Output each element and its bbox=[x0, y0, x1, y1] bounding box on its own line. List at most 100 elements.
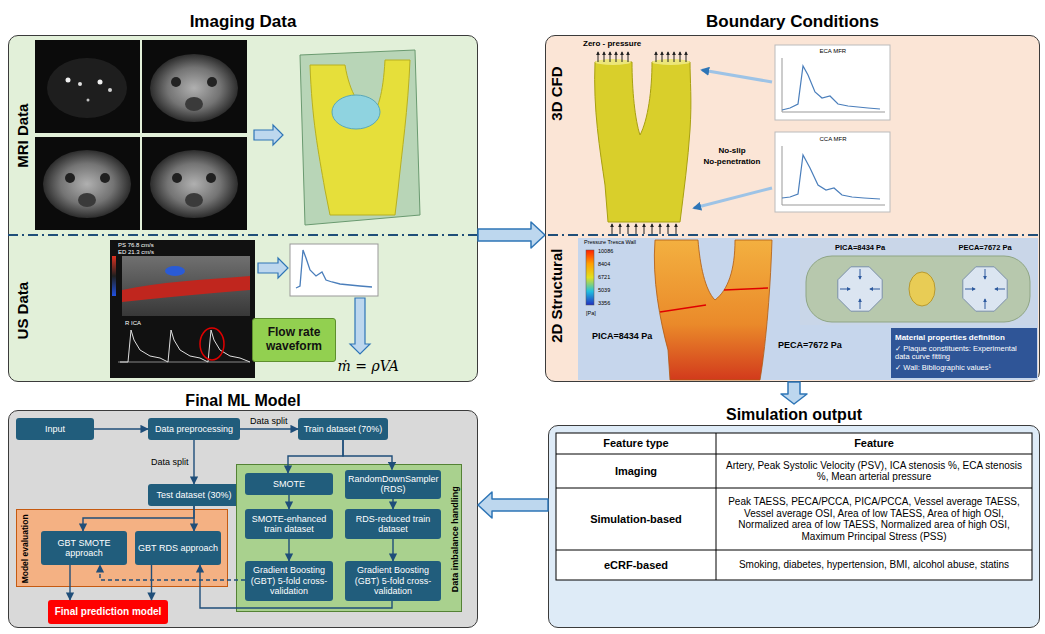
panel-title: Boundary Conditions bbox=[545, 8, 1040, 35]
connector bbox=[193, 506, 194, 531]
process-box: Input bbox=[16, 418, 94, 440]
box-text: SMOTE-enhanced train dataset bbox=[248, 514, 330, 535]
box-text: Material properties definition bbox=[895, 333, 1033, 342]
process-box: Train dataset (70%) bbox=[298, 418, 388, 440]
boundary-arrows bbox=[660, 224, 661, 234]
waveform-chart bbox=[290, 244, 378, 296]
cross-section bbox=[840, 289, 850, 290]
waveform-chart bbox=[296, 250, 372, 288]
mfr-chart bbox=[782, 112, 885, 113]
table-cell: Smoking, diabetes, hypertension, BMI, al… bbox=[721, 559, 1027, 571]
box-text: Gradient Boosting (GBT) 5-fold cross-val… bbox=[348, 565, 438, 596]
table-rule bbox=[716, 433, 717, 580]
box-text: SMOTE bbox=[248, 479, 330, 489]
panel-title: Simulation output bbox=[548, 404, 1040, 425]
flow-arrow-icon bbox=[254, 125, 283, 145]
structural-image bbox=[724, 288, 768, 290]
ultrasound-image bbox=[110, 240, 255, 378]
cross-section bbox=[963, 267, 1007, 311]
boundary-arrows bbox=[676, 224, 677, 234]
cross-section bbox=[985, 269, 986, 279]
boundary-arrows bbox=[616, 52, 617, 62]
mri-slices bbox=[65, 173, 75, 183]
cross-section bbox=[806, 256, 1030, 322]
chart-title: ECA MFR bbox=[820, 48, 847, 55]
cfd-model bbox=[595, 59, 691, 222]
boundary-arrows bbox=[644, 224, 645, 234]
cfd-model bbox=[595, 59, 631, 65]
structural-image bbox=[654, 240, 772, 380]
cross-section bbox=[838, 267, 882, 311]
process-box: RDS-reduced train dataset bbox=[345, 509, 441, 539]
mri-slices bbox=[171, 77, 181, 87]
colorbar-value: 10086 bbox=[598, 248, 613, 254]
mfr-chart bbox=[694, 45, 890, 212]
structural-image bbox=[586, 250, 594, 305]
mri-slices bbox=[185, 193, 203, 207]
box-text: Input bbox=[19, 424, 91, 434]
connector bbox=[288, 440, 343, 473]
colorbar-unit: [Pa] bbox=[586, 310, 596, 316]
mri-slices bbox=[100, 173, 110, 183]
process-box: GBT RDS approach bbox=[135, 531, 221, 565]
boundary-label: No-penetration bbox=[704, 157, 761, 166]
process-box: Flow rate waveform bbox=[252, 318, 336, 362]
boundary-arrows bbox=[610, 52, 611, 62]
boundary-arrows bbox=[680, 52, 681, 62]
mfr-chart bbox=[782, 205, 885, 206]
process-box: SMOTE-enhanced train dataset bbox=[245, 509, 333, 539]
mfr-chart bbox=[782, 146, 783, 205]
pressure-label: PICA=8434 Pa bbox=[592, 331, 652, 341]
structural-image bbox=[660, 305, 706, 312]
image-annotation: R ICA bbox=[125, 320, 141, 327]
connector bbox=[392, 499, 393, 510]
boundary-arrows bbox=[686, 52, 687, 62]
mri-slices bbox=[98, 80, 103, 85]
pressure-label: PECA=7672 Pa bbox=[959, 244, 1012, 253]
cross-section bbox=[995, 289, 1005, 290]
connector bbox=[193, 440, 194, 484]
section-divider bbox=[8, 234, 1040, 236]
connector bbox=[288, 495, 289, 509]
box-text: Data preprocessing bbox=[151, 424, 237, 434]
process-box: Data preprocessing bbox=[148, 418, 240, 440]
boundary-arrows bbox=[668, 224, 669, 234]
table-header: Feature type bbox=[561, 437, 711, 450]
structural-image bbox=[578, 238, 1038, 380]
boundary-label: Zero - pressure bbox=[583, 39, 641, 48]
table-cell: Peak TAESS, PECA/PCCA, PICA/PCCA, Vessel… bbox=[721, 496, 1027, 542]
ultrasound-image bbox=[165, 266, 185, 276]
waveform-chart bbox=[290, 244, 378, 296]
mri-slices bbox=[35, 40, 140, 133]
mri-slices bbox=[87, 99, 90, 102]
box-text: Flow rate waveform bbox=[256, 326, 332, 354]
mri-slices bbox=[207, 77, 217, 87]
vessel-3d-model bbox=[300, 50, 420, 225]
mfr-chart bbox=[775, 45, 890, 120]
table-rule bbox=[556, 454, 1032, 455]
process-box: GBT SMOTE approach bbox=[41, 531, 127, 565]
flow-arrow-icon bbox=[258, 258, 288, 278]
connector bbox=[100, 565, 245, 580]
image-annotation: PS 76.8 cm/s bbox=[118, 242, 154, 249]
mri-slices bbox=[78, 82, 82, 86]
region-label: Model evaluation bbox=[20, 514, 30, 583]
mri-slices bbox=[206, 173, 216, 183]
ultrasound-image bbox=[200, 328, 224, 360]
box-text: GBT RDS approach bbox=[138, 543, 218, 553]
colorbar-title: Pressure Tresca Wall bbox=[584, 239, 636, 245]
result-box: Final prediction model bbox=[48, 600, 168, 624]
group-region: Data imbalance handlingSMOTERandomDownSa… bbox=[236, 464, 462, 612]
vessel-3d-model bbox=[310, 60, 410, 215]
connector bbox=[83, 506, 194, 531]
boundary-label: No-slip bbox=[719, 146, 746, 155]
connector bbox=[288, 539, 289, 561]
box-text: Gradient Boosting (GBT) 5-fold cross-val… bbox=[248, 565, 330, 596]
cross-section bbox=[800, 240, 1035, 325]
mfr-chart bbox=[782, 155, 880, 199]
mri-slices bbox=[78, 193, 96, 207]
cfd-model bbox=[595, 62, 691, 222]
ultrasound-image bbox=[110, 240, 255, 378]
boundary-arrows bbox=[628, 52, 629, 62]
process-box: SMOTE bbox=[245, 473, 333, 495]
